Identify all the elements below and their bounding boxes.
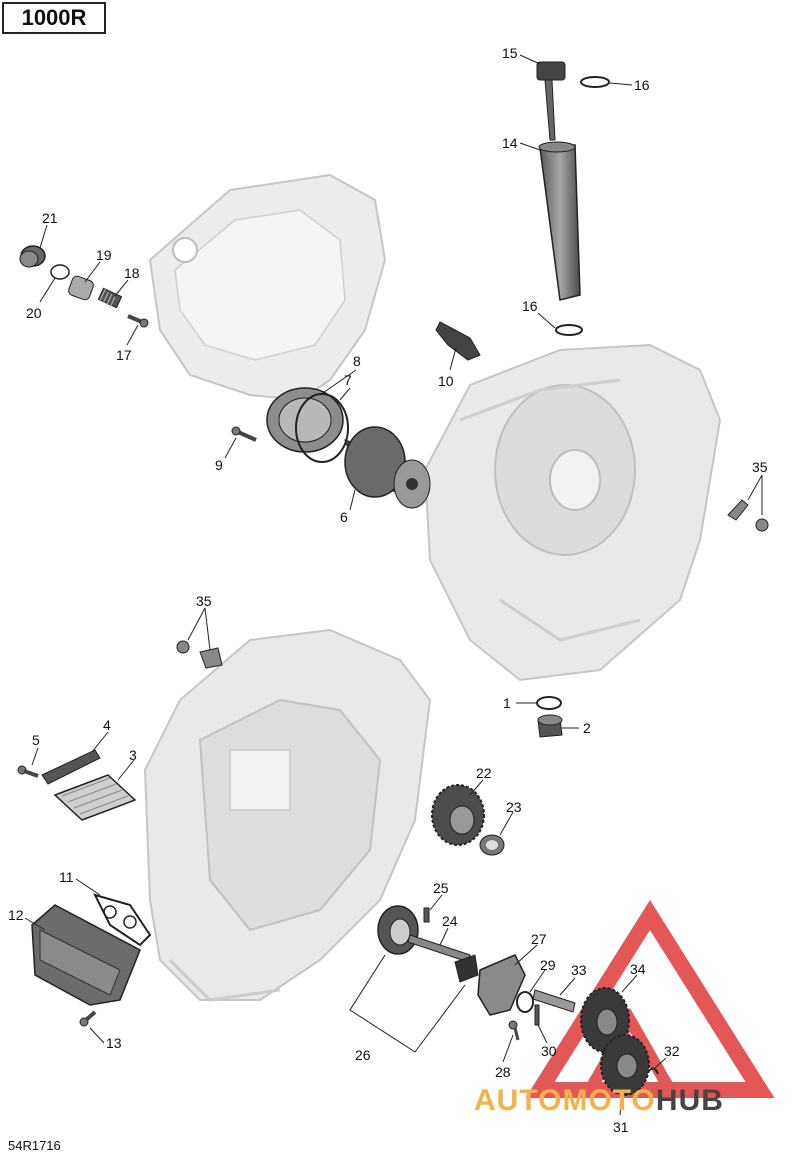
callout-20: 20 [26,305,42,321]
callout-19: 19 [96,247,112,263]
callout-27: 27 [531,931,547,947]
reference-code: 54R1716 [8,1138,61,1153]
callout-6: 6 [340,509,348,525]
part-6-oil-filter [344,426,431,509]
part-25-pin [423,907,430,923]
callout-9: 9 [215,457,223,473]
part-3-strainer [53,774,137,821]
callout-17: 17 [116,347,132,363]
callout-24: 24 [442,913,458,929]
callout-10: 10 [438,373,454,389]
leader-lines [24,54,763,1116]
callout-8: 8 [353,353,361,369]
callout-7: 7 [344,372,352,388]
part-18-spring [97,287,123,309]
callout-35b: 35 [196,593,212,609]
part-26-rotor-inner [454,954,479,983]
part-32-clip [647,1067,659,1075]
part-11-gasket [93,893,152,947]
callout-35a: 35 [752,459,768,475]
callout-21: 21 [42,210,58,226]
watermark-part2: HUB [655,1084,724,1117]
part-20-o-ring [50,264,70,280]
part-35-clip-right [727,499,769,532]
model-label: 1000R [2,2,106,34]
crankcase-left [143,628,432,1002]
part-16-o-ring-bottom [555,324,583,336]
callout-12: 12 [8,907,24,923]
callout-29: 29 [540,957,556,973]
part-24-shaft [407,934,471,963]
part-30-pin [534,1004,540,1026]
callout-33: 33 [571,962,587,978]
watermark-part1: AUTOMOTO [474,1084,656,1117]
callout-4: 4 [103,717,111,733]
callout-23: 23 [506,799,522,815]
callout-32: 32 [664,1043,680,1059]
watermark-text: AUTOMOTOHUB [474,1084,724,1118]
part-1-o-ring [536,696,562,710]
part-5-screw [17,765,39,778]
crankcase-right [423,343,722,682]
callout-30: 30 [541,1043,557,1059]
callout-5: 5 [32,732,40,748]
part-12-oil-cooler [31,904,141,1006]
part-13-screw [79,1010,97,1027]
part-4-bracket [41,749,101,785]
callout-15: 15 [502,45,518,61]
part-28-screw [508,1020,520,1041]
callout-2: 2 [583,720,591,736]
part-8-filter-cover [266,387,344,453]
part-26-rotor-outer [377,905,419,955]
part-23-bushing [479,834,505,856]
callout-34: 34 [630,961,646,977]
callout-22: 22 [476,765,492,781]
part-27-pump-cover [477,954,526,1016]
callout-25: 25 [433,880,449,896]
part-17-screw [127,314,149,328]
part-19-valve [68,275,94,301]
callout-18: 18 [124,265,140,281]
part-22-gear [431,784,485,846]
crankcase-cover [148,173,387,402]
callout-16a: 16 [634,77,650,93]
callout-13: 13 [106,1035,122,1051]
part-10-sensor [435,321,481,361]
callout-16b: 16 [522,298,538,314]
part-34-gear [580,987,630,1053]
part-14-oil-tube [538,141,581,301]
part-35-clip-left [176,640,223,669]
callout-14: 14 [502,135,518,151]
part-15-dipstick-cap [536,61,566,141]
callout-31: 31 [613,1119,629,1135]
callout-labels: 1 2 3 4 5 6 7 8 9 10 11 12 13 14 15 16 1… [8,45,768,1135]
callout-26: 26 [355,1047,371,1063]
part-21-plug [19,245,46,268]
callout-28: 28 [495,1064,511,1080]
part-31-gear [600,1034,650,1096]
callout-11: 11 [59,869,74,885]
part-16-o-ring-top [580,76,610,88]
callout-1: 1 [503,695,511,711]
part-33-shaft [532,989,576,1013]
part-29-o-ring [516,991,534,1013]
callout-3: 3 [129,747,137,763]
part-9-screw [231,426,257,442]
part-2-plug [537,714,563,738]
